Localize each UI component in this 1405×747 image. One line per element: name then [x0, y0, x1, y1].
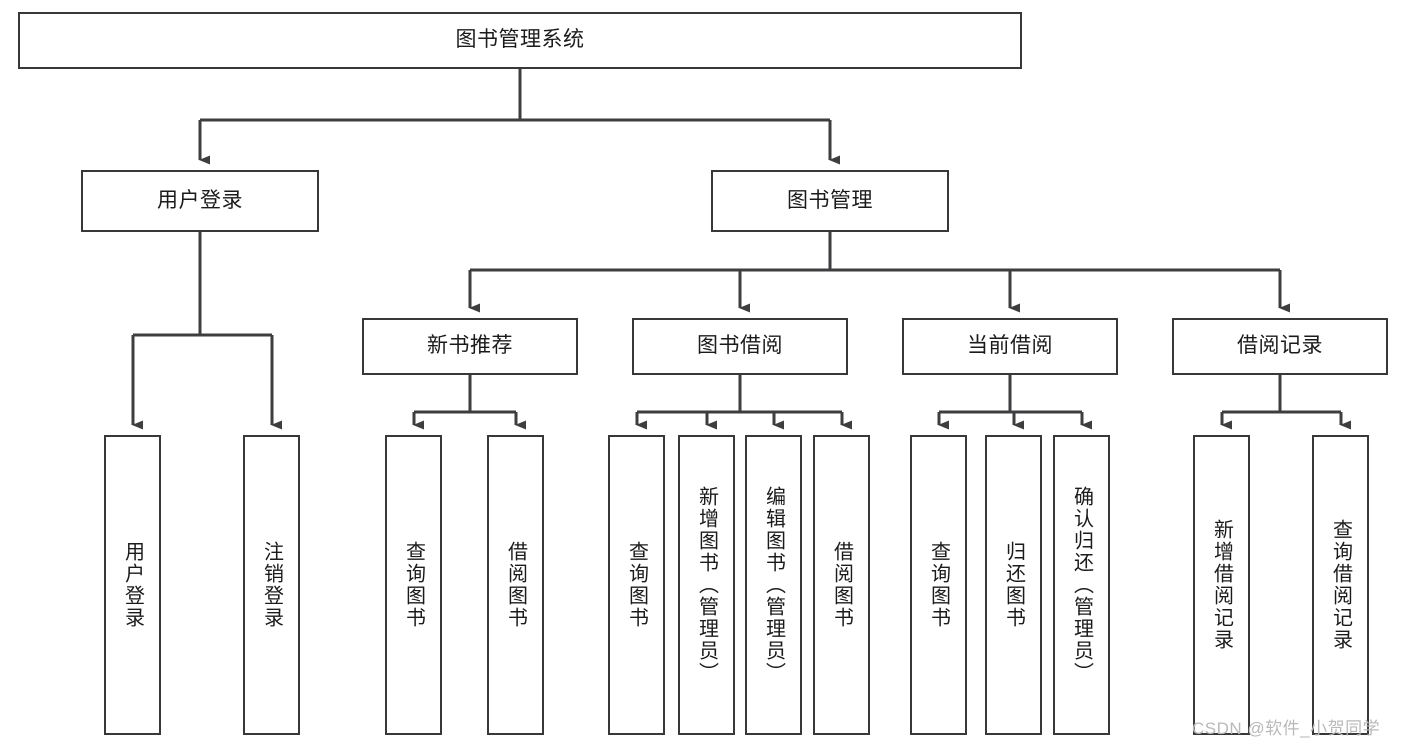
node-leaf-borrow-book-1[interactable]: 借阅图书: [487, 435, 544, 735]
node-leaf-add-record[interactable]: 新增借阅记录: [1193, 435, 1250, 735]
node-leaf-query-book-3-label: 查询图书: [927, 541, 950, 629]
node-book-manage-label: 图书管理: [787, 188, 873, 212]
node-leaf-logout[interactable]: 注销登录: [243, 435, 300, 735]
node-leaf-query-book-3[interactable]: 查询图书: [910, 435, 967, 735]
node-user-login[interactable]: 用户登录: [81, 170, 319, 232]
node-current-borrow[interactable]: 当前借阅: [902, 318, 1118, 375]
node-leaf-borrow-book-1-label: 借阅图书: [504, 541, 527, 629]
node-new-book-recommend[interactable]: 新书推荐: [362, 318, 578, 375]
node-borrow-record-label: 借阅记录: [1237, 334, 1323, 358]
node-book-manage[interactable]: 图书管理: [711, 170, 949, 232]
node-leaf-query-record[interactable]: 查询借阅记录: [1312, 435, 1369, 735]
node-leaf-user-login-label: 用户登录: [121, 541, 144, 629]
node-leaf-query-book-2[interactable]: 查询图书: [608, 435, 665, 735]
node-leaf-add-book[interactable]: 新增图书（管理员）: [678, 435, 735, 735]
node-leaf-return-book-label: 归还图书: [1002, 541, 1025, 629]
node-leaf-user-login[interactable]: 用户登录: [104, 435, 161, 735]
node-leaf-add-record-label: 新增借阅记录: [1210, 519, 1233, 651]
node-leaf-query-book-2-label: 查询图书: [625, 541, 648, 629]
node-leaf-edit-book[interactable]: 编辑图书（管理员）: [745, 435, 802, 735]
node-leaf-add-book-label: 新增图书（管理员）: [695, 486, 718, 684]
node-leaf-confirm-return[interactable]: 确认归还（管理员）: [1053, 435, 1110, 735]
node-leaf-edit-book-label: 编辑图书（管理员）: [762, 486, 785, 684]
node-leaf-logout-label: 注销登录: [260, 541, 283, 629]
node-leaf-return-book[interactable]: 归还图书: [985, 435, 1042, 735]
node-current-borrow-label: 当前借阅: [967, 334, 1053, 358]
node-user-login-label: 用户登录: [157, 188, 243, 212]
node-borrow-record[interactable]: 借阅记录: [1172, 318, 1388, 375]
node-new-book-recommend-label: 新书推荐: [427, 334, 513, 358]
node-root-label: 图书管理系统: [455, 28, 585, 52]
node-leaf-confirm-return-label: 确认归还（管理员）: [1070, 486, 1093, 684]
node-root[interactable]: 图书管理系统: [18, 12, 1022, 69]
node-book-borrow-label: 图书借阅: [697, 334, 783, 358]
node-leaf-query-book-1-label: 查询图书: [402, 541, 425, 629]
node-book-borrow[interactable]: 图书借阅: [632, 318, 848, 375]
node-leaf-borrow-book-2[interactable]: 借阅图书: [813, 435, 870, 735]
node-leaf-borrow-book-2-label: 借阅图书: [830, 541, 853, 629]
node-leaf-query-book-1[interactable]: 查询图书: [385, 435, 442, 735]
node-leaf-query-record-label: 查询借阅记录: [1329, 519, 1352, 651]
